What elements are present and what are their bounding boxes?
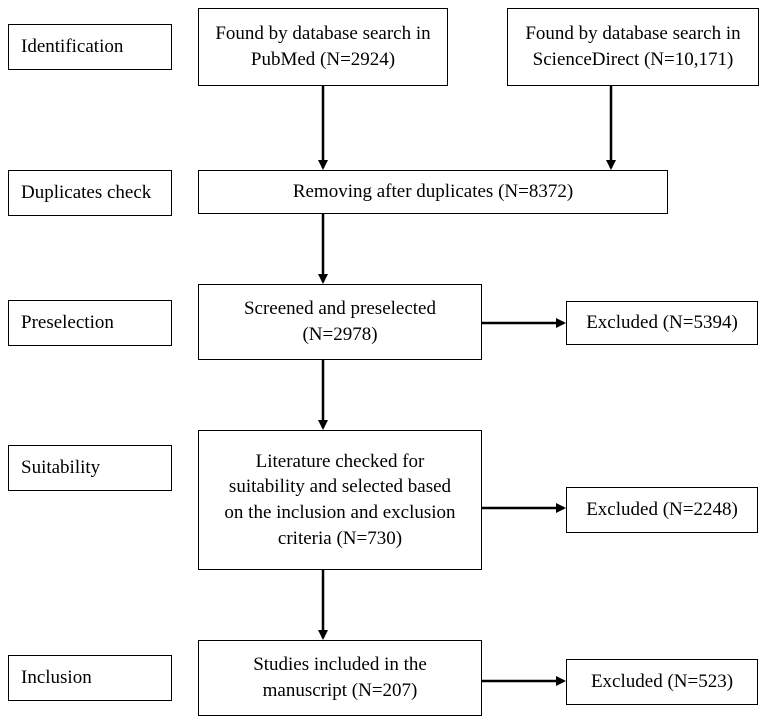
included-line-2: manuscript (N=207) xyxy=(262,680,418,701)
suitability-line-4: criteria (N=730) xyxy=(277,527,403,549)
preselected-line-2: (N=2978) xyxy=(302,324,378,345)
stage-label-inclusion: Inclusion xyxy=(8,655,172,701)
excluded-preselection-text: Excluded (N=5394) xyxy=(586,312,738,334)
suitability-line-1: Literature checked for xyxy=(255,450,425,472)
pubmed-search-line-2: PubMed (N=2924) xyxy=(250,49,396,70)
excluded-preselection-box: Excluded (N=5394) xyxy=(566,301,758,345)
excluded-suitability-text: Excluded (N=2248) xyxy=(586,499,738,521)
sciencedirect-search-line-2: ScienceDirect (N=10,171) xyxy=(532,49,734,70)
included-line-1: Studies included in the xyxy=(253,654,427,676)
preselected-box: Screened and preselected (N=2978) xyxy=(198,284,482,360)
excluded-suitability-box: Excluded (N=2248) xyxy=(566,487,758,533)
excluded-inclusion-box: Excluded (N=523) xyxy=(566,659,758,705)
included-box: Studies included in the manuscript (N=20… xyxy=(198,640,482,716)
preselected-line-1: Screened and preselected xyxy=(243,298,436,320)
sciencedirect-search-box: Found by database search in ScienceDirec… xyxy=(507,8,759,86)
duplicates-removed-text: Removing after duplicates (N=8372) xyxy=(292,181,574,203)
suitability-box: Literature checked for suitability and s… xyxy=(198,430,482,570)
duplicates-removed-box: Removing after duplicates (N=8372) xyxy=(198,170,668,214)
stage-label-inclusion-text: Inclusion xyxy=(21,667,92,689)
stage-label-duplicates-check: Duplicates check xyxy=(8,170,172,216)
stage-label-identification: Identification xyxy=(8,24,172,70)
stage-label-identification-text: Identification xyxy=(21,36,124,58)
stage-label-suitability: Suitability xyxy=(8,445,172,491)
suitability-line-2: suitability and selected based xyxy=(228,476,452,498)
excluded-inclusion-text: Excluded (N=523) xyxy=(590,671,734,693)
pubmed-search-box: Found by database search in PubMed (N=29… xyxy=(198,8,448,86)
stage-label-preselection: Preselection xyxy=(8,300,172,346)
sciencedirect-search-line-1: Found by database search in xyxy=(525,23,741,45)
stage-label-duplicates-check-text: Duplicates check xyxy=(21,182,152,204)
pubmed-search-line-1: Found by database search in xyxy=(215,23,431,45)
stage-label-suitability-text: Suitability xyxy=(21,457,101,479)
stage-label-preselection-text: Preselection xyxy=(21,312,114,334)
suitability-line-3: on the inclusion and exclusion xyxy=(224,502,456,523)
